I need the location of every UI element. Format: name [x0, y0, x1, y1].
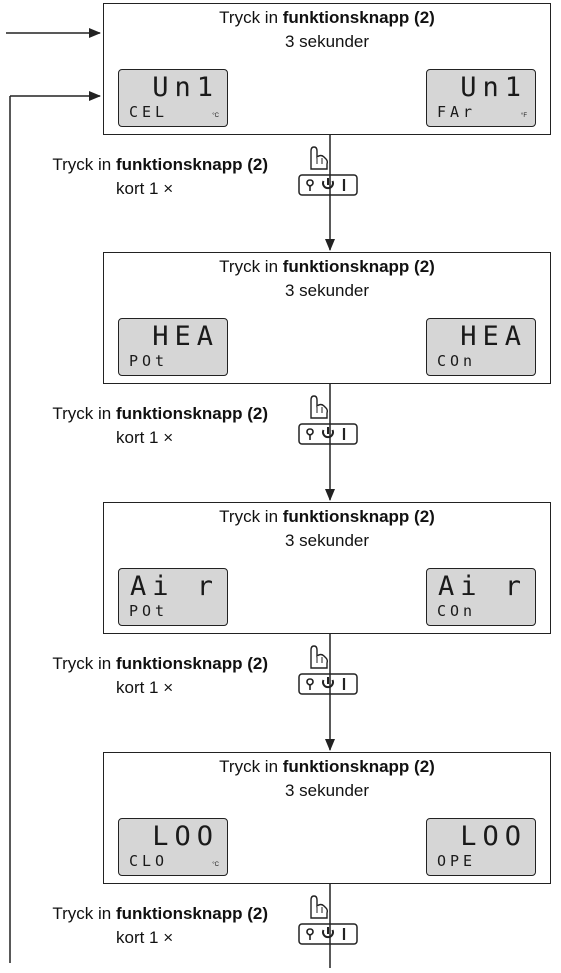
step-instruction: Tryck in funktionsknapp (2) [52, 404, 268, 424]
frame-instruction-prefix: Tryck in [219, 757, 283, 776]
power-icon [322, 427, 334, 439]
frame-instruction: Tryck in funktionsknapp (2) [104, 257, 550, 277]
frame-duration: 3 sekunder [284, 781, 370, 800]
step-count: kort 1 × [116, 678, 174, 697]
wrench-icon [306, 678, 314, 690]
step-count: kort 1 × [116, 428, 174, 447]
lcd-bottom-text: COn [437, 602, 477, 620]
pointing-hand-icon [310, 895, 329, 919]
lcd-top-text: LOO [460, 821, 527, 852]
frame-instruction: Tryck in funktionsknapp (2) [104, 8, 550, 28]
step-instruction-prefix: Tryck in [52, 904, 116, 923]
lcd-bottom-text: OPE [437, 852, 477, 870]
power-icon [322, 927, 334, 939]
frame-instruction-button: funktionsknapp (2) [282, 257, 435, 276]
frame-instruction-prefix: Tryck in [219, 507, 283, 526]
wrench-icon [306, 428, 314, 440]
lcd-top-text: HEA [460, 321, 527, 352]
step-instruction: Tryck in funktionsknapp (2) [52, 904, 268, 924]
short-press-step-1: Tryck in funktionsknapp (2) kort 1 × [0, 155, 268, 205]
frame-duration: 3 sekunder [284, 281, 370, 300]
lcd-top-text: LOO [152, 821, 219, 852]
lcd-top-text: Un1 [460, 72, 527, 103]
lcd-top-text: HEA [152, 321, 219, 352]
frame-instruction-prefix: Tryck in [219, 257, 283, 276]
lcd-bottom-text: POt [129, 602, 169, 620]
step-instruction-prefix: Tryck in [52, 155, 116, 174]
lcd-top-text: Un1 [152, 72, 219, 103]
function-button-icon [298, 923, 358, 945]
frame-instruction: Tryck in funktionsknapp (2) [104, 507, 550, 527]
lcd-unit-label: °F [520, 113, 527, 119]
frame-duration: 3 sekunder [284, 32, 370, 51]
lcd-unit-label: °C [212, 862, 219, 868]
pointing-hand-icon [310, 645, 329, 669]
frame-instruction-button: funktionsknapp (2) [282, 757, 435, 776]
step-instruction: Tryck in funktionsknapp (2) [52, 155, 268, 175]
power-icon [322, 677, 334, 689]
power-icon [322, 178, 334, 190]
frame-instruction: Tryck in funktionsknapp (2) [104, 757, 550, 777]
lcd-unit-label: °C [212, 113, 219, 119]
wrench-icon [306, 928, 314, 940]
lcd-bottom-text: POt [129, 352, 169, 370]
pointing-hand-icon [310, 146, 329, 170]
frame-instruction-prefix: Tryck in [219, 8, 283, 27]
step-instruction-button: funktionsknapp (2) [115, 654, 268, 673]
step-count: kort 1 × [116, 179, 174, 198]
settings-frame-3: Tryck in funktionsknapp (2) 3 sekunder Ai … [103, 502, 551, 634]
lcd-bottom-text: COn [437, 352, 477, 370]
lcd-top-text: Ai r [129, 571, 219, 602]
lcd-bottom-text: FAr [437, 103, 477, 121]
step-instruction-button: funktionsknapp (2) [115, 904, 268, 923]
step-count: kort 1 × [116, 928, 174, 947]
function-button-icon [298, 673, 358, 695]
step-instruction-button: funktionsknapp (2) [115, 155, 268, 174]
step-instruction-button: funktionsknapp (2) [115, 404, 268, 423]
lcd-top-text: Ai r [437, 571, 527, 602]
pointing-hand-icon [310, 395, 329, 419]
wrench-icon [306, 179, 314, 191]
lcd-bottom-text: CEL [129, 103, 169, 121]
function-button-icon [298, 174, 358, 196]
short-press-step-3: Tryck in funktionsknapp (2) kort 1 × [0, 654, 268, 704]
function-button-icon [298, 423, 358, 445]
frame-instruction-button: funktionsknapp (2) [282, 507, 435, 526]
step-instruction-prefix: Tryck in [52, 654, 116, 673]
step-instruction: Tryck in funktionsknapp (2) [52, 654, 268, 674]
frame-duration: 3 sekunder [284, 531, 370, 550]
short-press-step-2: Tryck in funktionsknapp (2) kort 1 × [0, 404, 268, 454]
frame-instruction-button: funktionsknapp (2) [282, 8, 435, 27]
step-instruction-prefix: Tryck in [52, 404, 116, 423]
lcd-bottom-text: CLO [129, 852, 169, 870]
short-press-step-4: Tryck in funktionsknapp (2) kort 1 × [0, 904, 268, 954]
